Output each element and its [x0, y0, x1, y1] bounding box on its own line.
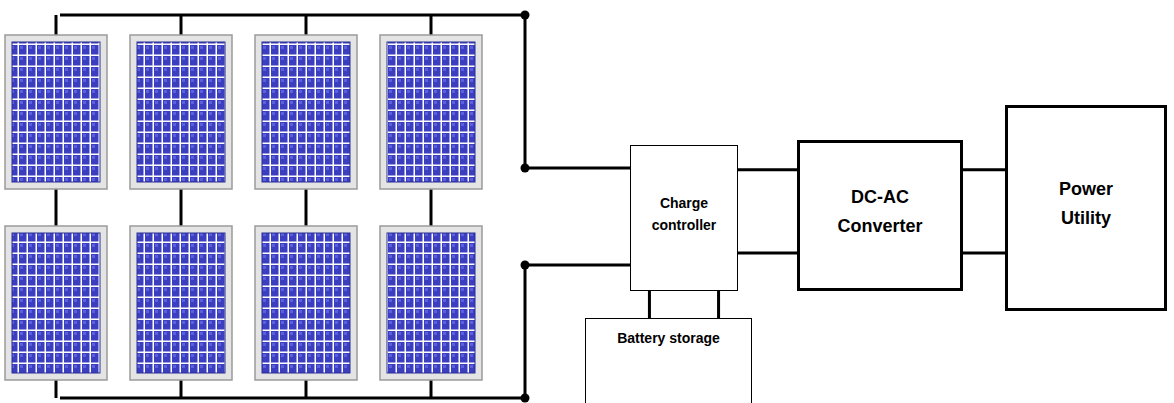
panel-frame [255, 35, 357, 189]
panel-lead [430, 15, 433, 35]
panel-cells [12, 42, 100, 182]
panel-lead [180, 15, 183, 35]
panel-frame [380, 226, 482, 380]
solar-panel [255, 35, 357, 189]
node-label: Charge controller [636, 192, 732, 237]
junction-dots [521, 11, 530, 403]
panel-cells [387, 42, 475, 182]
panel-cells [137, 233, 225, 373]
panel-frame [5, 226, 107, 380]
panel-lead [55, 380, 58, 398]
node-label: DC-AC Converter [825, 183, 935, 241]
solar-panel [130, 35, 232, 189]
panel-frame [130, 35, 232, 189]
solar-panel [380, 35, 482, 189]
panel-frame [255, 226, 357, 380]
series-link [430, 189, 433, 226]
panel-cells [12, 233, 100, 373]
series-link [305, 189, 308, 226]
wire-pair [963, 170, 1005, 253]
panel-lead [180, 380, 183, 398]
panel-frame [5, 35, 107, 189]
panel-lead [55, 15, 58, 35]
panel-cells [137, 42, 225, 182]
wire-pair [738, 170, 797, 253]
junction-dot [521, 394, 530, 403]
series-link [55, 189, 58, 226]
panel-lead [305, 15, 308, 35]
panel-frame [380, 35, 482, 189]
panel-cells [262, 42, 350, 182]
panel-cells [387, 233, 475, 373]
wire-pair [649, 291, 718, 318]
solar-panel [255, 226, 357, 380]
solar-panel [130, 226, 232, 380]
battery-box: Battery storage [585, 318, 752, 403]
node-label: Battery storage [617, 327, 720, 349]
panel-cells [262, 233, 350, 373]
charge-controller-box: Charge controller [630, 145, 738, 291]
utility-box: Power Utility [1005, 105, 1167, 311]
junction-dot [521, 164, 530, 173]
panel-frame [130, 226, 232, 380]
junction-dot [521, 261, 530, 270]
junction-dot [521, 11, 530, 20]
series-link [180, 189, 183, 226]
positive-wire [60, 15, 630, 168]
solar-panel [380, 226, 482, 380]
node-label: Power Utility [1041, 175, 1131, 233]
solar-panels [5, 15, 482, 398]
solar-panel [5, 226, 107, 380]
converter-box: DC-AC Converter [797, 140, 963, 291]
panel-lead [305, 380, 308, 398]
array-wires [60, 15, 630, 398]
panel-lead [430, 380, 433, 398]
negative-wire [60, 265, 630, 398]
solar-panel [5, 35, 107, 189]
